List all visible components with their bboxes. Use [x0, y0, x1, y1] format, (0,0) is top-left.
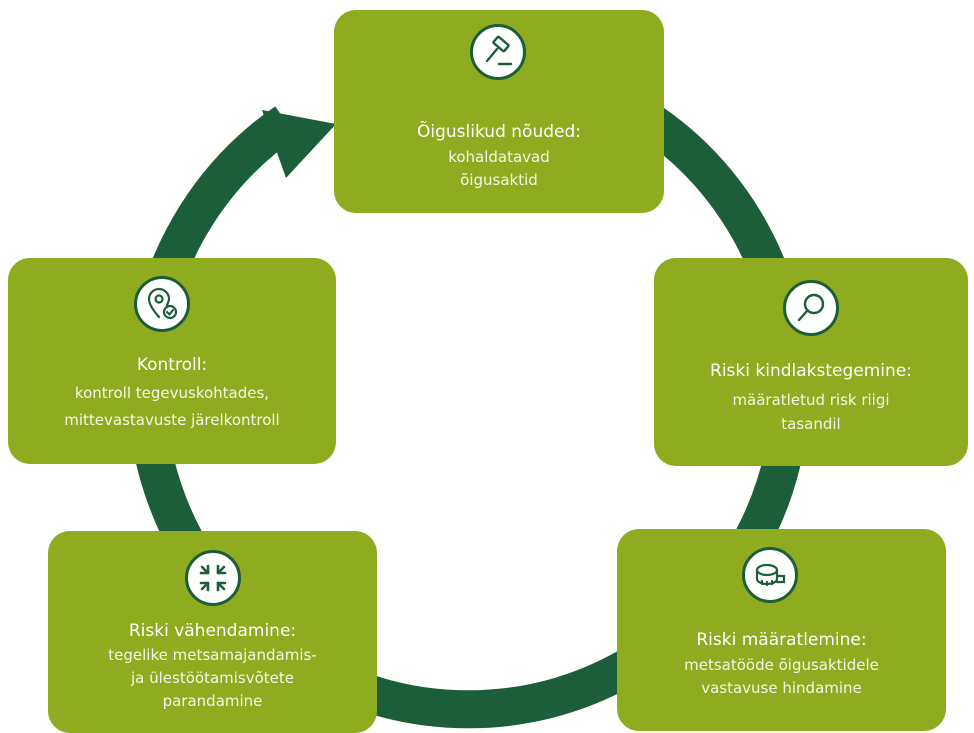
step-risk-mitigation: Riski vähendamine: tegelike metsamajanda… [48, 531, 377, 733]
step-desc-line: ja ülestöötamisvõtete [130, 669, 295, 687]
step-title: Õiguslikud nõuded: [417, 122, 581, 142]
step-title: Kontroll: [136, 355, 208, 375]
magnifier-icon [797, 293, 825, 322]
step-icon-badge [742, 547, 798, 603]
minimize-arrows-icon [199, 564, 227, 592]
step-desc-line: määratletud risk riigi [732, 391, 890, 409]
tape-measure-icon [755, 563, 786, 587]
step-legal-requirements: Õiguslikud nõuded: kohaldatavad õigusakt… [334, 10, 664, 213]
step-control: Kontroll: kontroll tegevuskohtades, mitt… [8, 258, 336, 464]
step-icon-badge [134, 276, 190, 332]
step-desc-line: metsatööde õigusaktidele [684, 656, 879, 674]
step-desc-line: tasandil [781, 415, 841, 433]
step-desc-line: kohaldatavad [448, 148, 550, 166]
step-desc-line: tegelike metsamajandamis- [108, 646, 317, 664]
step-desc-line: õigusaktid [460, 171, 538, 189]
step-title: Riski kindlakstegemine: [710, 361, 912, 381]
step-icon-badge [185, 550, 241, 606]
step-risk-identification: Riski kindlakstegemine: määratletud risk… [654, 258, 968, 466]
location-check-icon [147, 287, 178, 320]
gavel-icon [485, 35, 513, 66]
step-desc-line: vastavuse hindamine [701, 679, 862, 697]
cycle-arrowhead [262, 110, 336, 178]
step-title: Riski määratlemine: [696, 630, 867, 650]
step-icon-badge [783, 280, 839, 336]
step-desc-line: parandamine [162, 692, 263, 710]
step-icon-badge [470, 24, 526, 80]
step-risk-assessment: Riski määratlemine: metsatööde õigusakti… [617, 529, 946, 731]
step-desc-line: mittevastavuste järelkontroll [64, 411, 280, 429]
step-desc-line: kontroll tegevuskohtades, [74, 384, 270, 402]
step-title: Riski vähendamine: [128, 621, 297, 641]
